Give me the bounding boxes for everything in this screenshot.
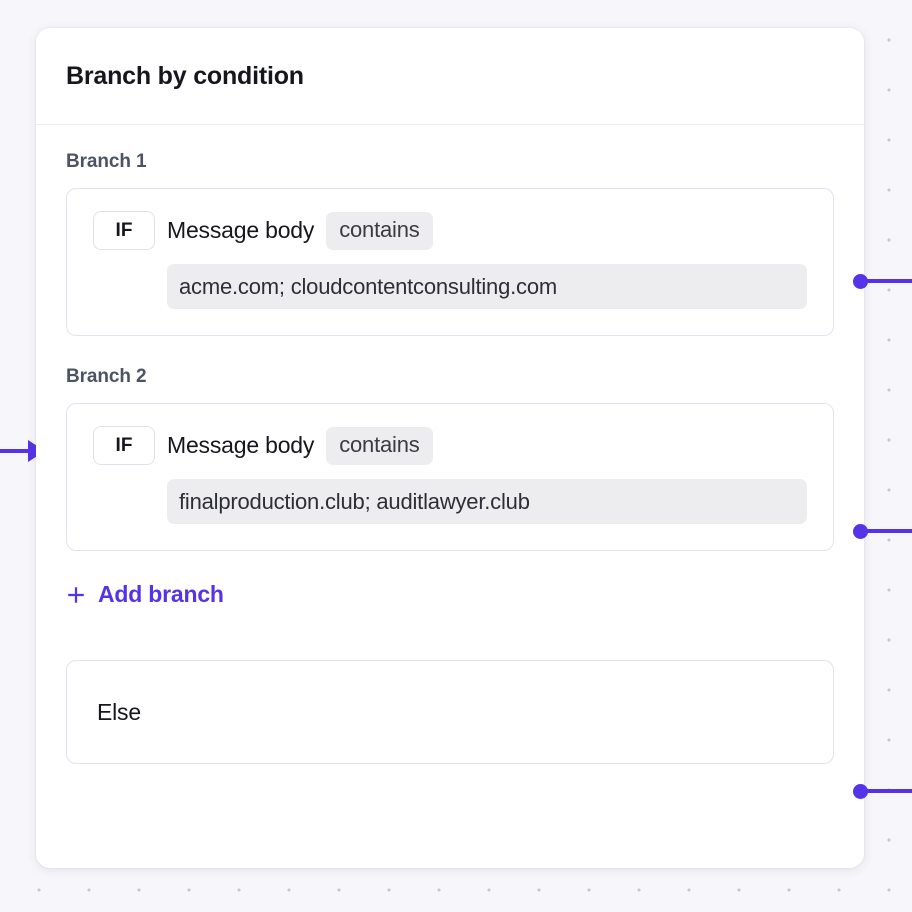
condition-box-2[interactable]: IF Message body contains finalproduction… (66, 403, 834, 551)
outgoing-edge-else (864, 789, 912, 793)
if-chip-1: IF (93, 211, 155, 250)
add-branch-label: Add branch (98, 581, 224, 607)
connector-port-icon-branch-1[interactable] (853, 273, 868, 289)
condition-operator-2[interactable]: contains (326, 426, 433, 465)
branch-by-condition-node[interactable]: Branch by condition Branch 1 IF Message … (36, 28, 864, 868)
condition-field-2[interactable]: Message body (167, 432, 315, 458)
outgoing-edge-branch-2 (864, 529, 912, 533)
plus-icon (66, 585, 86, 605)
add-branch-button[interactable]: Add branch (66, 581, 224, 608)
branch-label-2: Branch 2 (66, 366, 147, 387)
branch-section-1: Branch 1 IF Message body contains acme.c… (66, 151, 834, 336)
condition-value-1[interactable]: acme.com; cloudcontentconsulting.com (167, 264, 807, 309)
branch-label-1: Branch 1 (66, 151, 147, 172)
connector-port-icon-branch-2[interactable] (853, 523, 868, 539)
node-header: Branch by condition (36, 28, 864, 125)
incoming-edge (0, 449, 30, 453)
else-label: Else (97, 698, 141, 725)
condition-field-1[interactable]: Message body (167, 217, 315, 243)
node-body: Branch 1 IF Message body contains acme.c… (36, 125, 864, 764)
condition-row-2: IF Message body contains (93, 426, 807, 465)
condition-operator-1[interactable]: contains (326, 211, 433, 250)
condition-value-2[interactable]: finalproduction.club; auditlawyer.club (167, 479, 807, 524)
else-box[interactable]: Else (66, 660, 834, 764)
connector-port-icon-else[interactable] (853, 783, 868, 799)
outgoing-edge-branch-1 (864, 279, 912, 283)
branch-section-2: Branch 2 IF Message body contains finalp… (66, 366, 834, 551)
condition-row-1: IF Message body contains (93, 211, 807, 250)
condition-box-1[interactable]: IF Message body contains acme.com; cloud… (66, 188, 834, 336)
page-title: Branch by condition (66, 61, 304, 90)
if-chip-2: IF (93, 426, 155, 465)
